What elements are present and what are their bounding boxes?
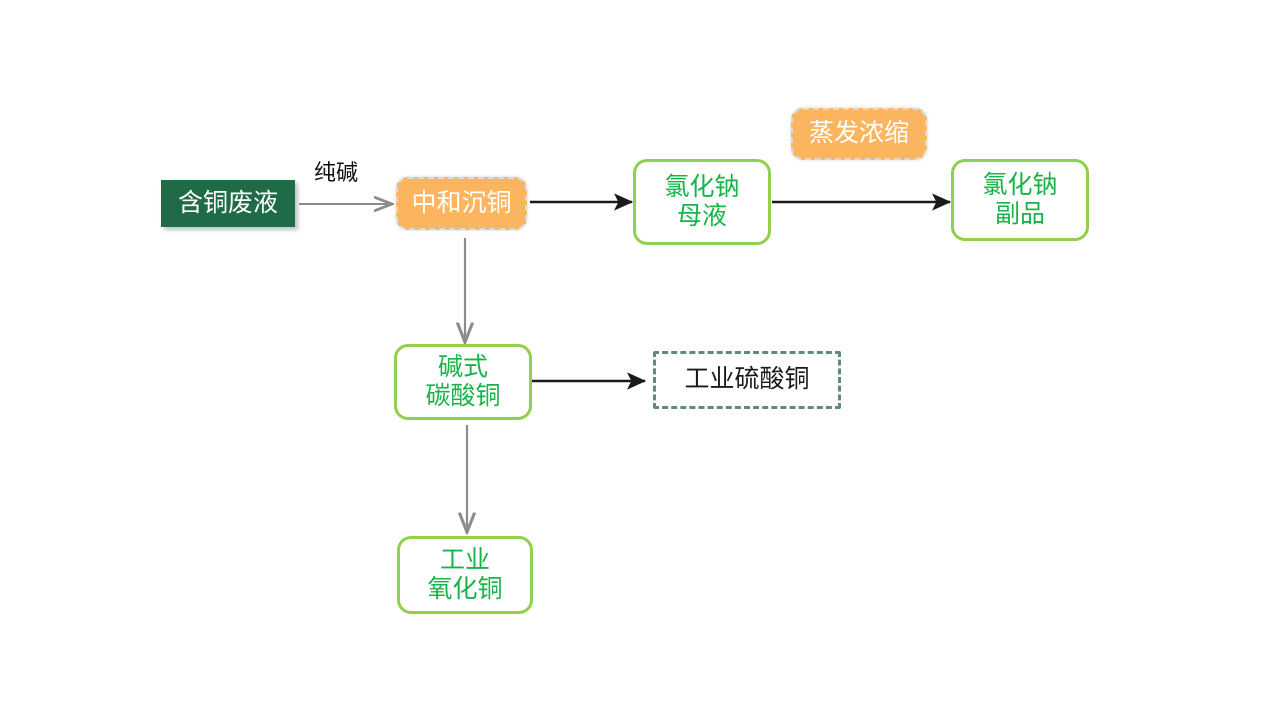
node-industrial-copper-oxide[interactable]: 工业 氧化铜 <box>397 536 533 614</box>
node-copper-bearing-waste-liquid[interactable]: 含铜废液 <box>161 180 295 227</box>
node-industrial-copper-sulfate[interactable]: 工业硫酸铜 <box>653 351 841 409</box>
node-basic-copper-carbonate[interactable]: 碱式 碳酸铜 <box>394 344 532 420</box>
node-evaporation-concentration[interactable]: 蒸发浓缩 <box>791 108 927 160</box>
edge-label-soda-ash: 纯碱 <box>314 160 359 185</box>
node-sodium-chloride-byproduct[interactable]: 氯化钠 副品 <box>951 159 1089 241</box>
node-sodium-chloride-mother-liquor[interactable]: 氯化钠 母液 <box>633 159 771 245</box>
node-neutralization-copper-precipitation[interactable]: 中和沉铜 <box>396 177 527 230</box>
